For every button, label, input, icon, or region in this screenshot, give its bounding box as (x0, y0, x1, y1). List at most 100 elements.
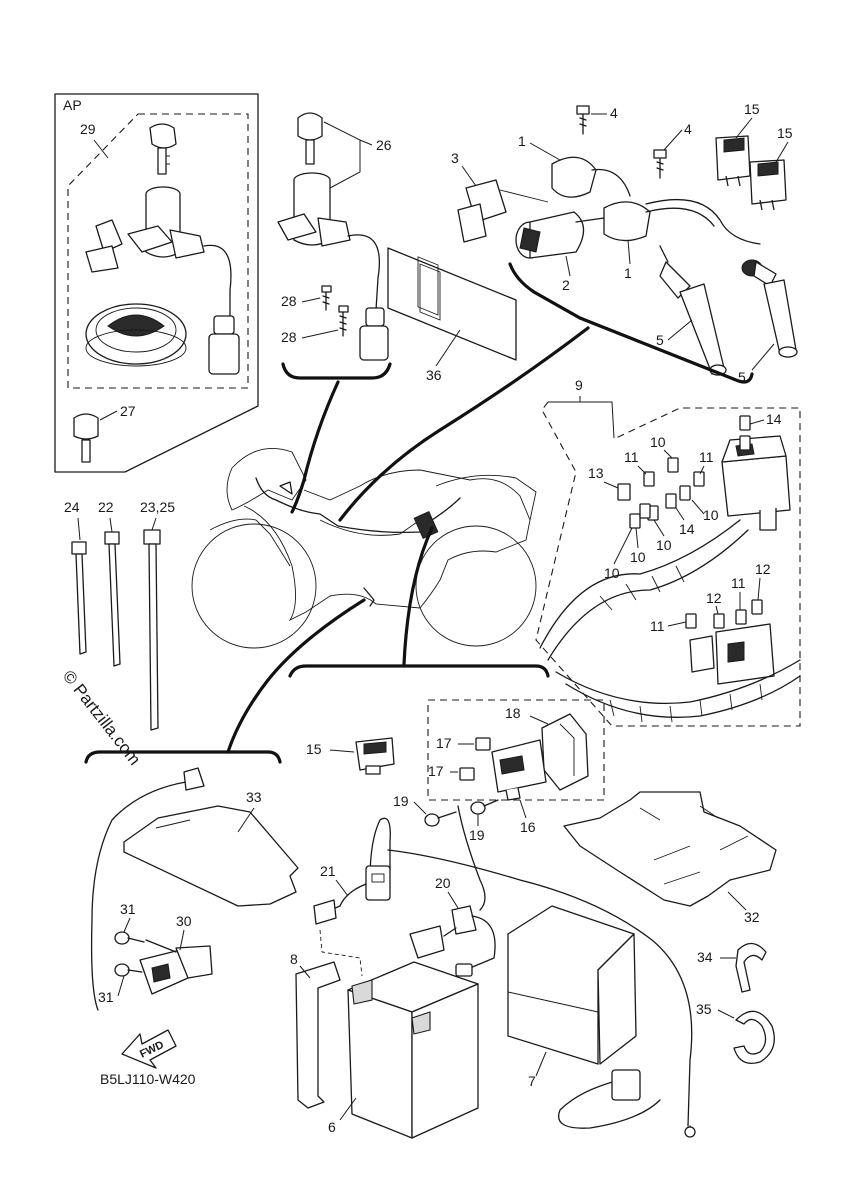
fuse-17-lower-icon (459, 767, 475, 781)
ignition-coil-group: 1 4 4 3 2 (451, 101, 798, 385)
harness-dashed-outline (535, 401, 801, 727)
callout-11-lower-right: 11 (731, 575, 746, 591)
callout-18: 18 (505, 705, 521, 721)
bolt-19-right-icon (470, 799, 499, 815)
callout-10-bottom: 10 (604, 565, 620, 581)
callout-22: 22 (98, 499, 114, 515)
callout-16: 16 (520, 819, 536, 835)
instruction-label-icon (387, 247, 517, 361)
callout-2: 2 (562, 277, 570, 293)
callout-10-mid-right: 10 (703, 507, 719, 523)
battery-band-8-icon (295, 961, 341, 1109)
fuses-icons (617, 415, 763, 629)
callout-3: 3 (451, 150, 459, 166)
fwd-arrow-icon: FWD (121, 1029, 177, 1069)
plug-cap-left-icon (659, 245, 727, 376)
callout-31-lower: 31 (98, 989, 114, 1005)
relay-dashed-outline (427, 699, 605, 801)
callout-11-lower-left: 11 (650, 618, 665, 634)
callout-30: 30 (176, 913, 192, 929)
leader-battery-group (226, 598, 366, 754)
diagram-code: B5LJ110-W420 (100, 1071, 196, 1087)
relay-group: 15 18 17 17 16 (306, 699, 605, 911)
spare-key-icon (73, 413, 99, 463)
callout-36: 36 (426, 367, 442, 383)
cover-33-icon (123, 805, 299, 907)
callout-10-top: 10 (650, 434, 666, 450)
callout-17-lower: 17 (428, 763, 444, 779)
starter-relay-30-icon (139, 939, 213, 995)
callout-4-upper: 4 (610, 105, 618, 121)
callout-19-right: 19 (469, 827, 485, 843)
cable-tie-23-icon (143, 529, 161, 731)
main-battery-cable (387, 849, 693, 1127)
clamps-group: 34 35 (696, 942, 775, 1065)
callout-24: 24 (64, 499, 80, 515)
bracket-main-switch (281, 362, 392, 380)
main-switch-group: 26 28 28 36 (277, 112, 517, 383)
bolt-4-lower-icon (653, 149, 667, 179)
cable-ties-group: 24 22 23,25 (64, 499, 175, 731)
tray-32-group: 32 (563, 791, 777, 925)
motorcycle-outline (191, 447, 537, 649)
callout-26: 26 (376, 137, 392, 153)
screw-31-lower-icon (114, 963, 143, 977)
callout-27: 27 (120, 403, 136, 419)
callout-1-lower: 1 (624, 265, 632, 281)
battery-group: 21 20 8 6 (290, 817, 696, 1139)
callout-11-left: 11 (624, 449, 639, 465)
ap-kit-dashed-outline (67, 113, 249, 389)
sensor-21-lead (325, 883, 367, 913)
battery-lead-wire (457, 805, 486, 911)
bolt-19-left-icon (424, 811, 457, 827)
callout-19-left: 19 (393, 793, 409, 809)
callout-15-top-left: 15 (744, 101, 760, 117)
ap-kit-group: AP 29 (54, 93, 259, 473)
main-switch-icon (277, 172, 389, 361)
callout-21: 21 (320, 863, 336, 879)
sensor-3-icon (457, 179, 507, 243)
cable-tie-24-icon (71, 541, 87, 655)
starter-wire (90, 781, 187, 1011)
ignition-coil-2-icon (515, 211, 605, 259)
callout-32: 32 (744, 909, 760, 925)
callout-6: 6 (328, 1119, 336, 1135)
ignition-key-icon (149, 123, 177, 175)
bolt-4-upper-icon (576, 105, 590, 135)
bracket-relay-group (288, 664, 550, 678)
key-icon (297, 112, 323, 165)
fuse-holder-20-icon (409, 905, 496, 977)
bracket-coil-group (508, 262, 754, 384)
callout-12-left: 12 (706, 590, 722, 606)
connector-21-icon (365, 865, 391, 901)
callout-7: 7 (528, 1073, 536, 1089)
screw-icon (321, 285, 349, 337)
fuse-box-icon (721, 435, 791, 531)
callout-10-mid: 10 (656, 537, 672, 553)
fuel-cap-icon (85, 303, 187, 367)
callout-23-25: 23,25 (140, 499, 175, 515)
callout-14-mid: 14 (679, 521, 695, 537)
bracket-battery-group (84, 750, 282, 764)
lock-bracket-icon (85, 219, 123, 273)
callout-11-right: 11 (699, 449, 714, 465)
callout-15-top-right: 15 (777, 125, 793, 141)
callout-28-lower: 28 (281, 329, 297, 345)
callout-15-left: 15 (306, 741, 322, 757)
callout-31-upper: 31 (120, 901, 136, 917)
fuse-harness-group: 9 (535, 377, 801, 727)
terminal-cable-icon (684, 1125, 696, 1138)
relay-15-upper-icon (715, 135, 751, 187)
clamp-35-icon (733, 1010, 775, 1065)
ignition-coil-1-lower-icon (603, 198, 761, 245)
callout-12-right: 12 (755, 561, 771, 577)
relay-15-left-icon (355, 737, 395, 775)
starter-relay-16-icon (491, 739, 547, 801)
leader-main-switch (290, 380, 340, 514)
front-wheel (191, 523, 317, 649)
ap-kit-frame (54, 93, 259, 473)
plug-cap-right-icon (741, 259, 798, 358)
callout-17-upper: 17 (436, 735, 452, 751)
tray-32-icon (563, 791, 777, 907)
